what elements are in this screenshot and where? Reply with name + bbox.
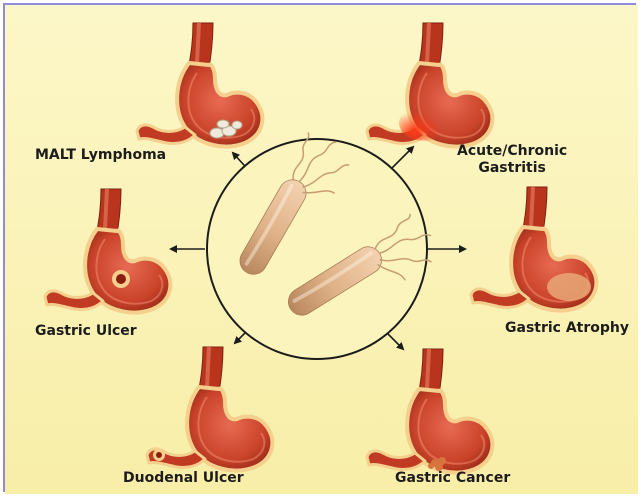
label-malt-lymphoma: MALT Lymphoma [35, 147, 166, 164]
center-circle [207, 139, 427, 359]
label-gastric-cancer: Gastric Cancer [395, 470, 510, 487]
diagram-canvas [5, 5, 638, 494]
label-gastric-atrophy: Gastric Atrophy [505, 320, 629, 337]
diagram-panel: MALT Lymphoma Acute/Chronic Gastritis Ga… [3, 3, 636, 492]
label-gastric-ulcer: Gastric Ulcer [35, 323, 137, 340]
label-gastritis: Acute/Chronic Gastritis [457, 143, 567, 177]
label-duodenal-ulcer: Duodenal Ulcer [123, 470, 244, 487]
label-gastritis-line1: Acute/Chronic [457, 143, 567, 160]
label-gastritis-line2: Gastritis [457, 160, 567, 177]
